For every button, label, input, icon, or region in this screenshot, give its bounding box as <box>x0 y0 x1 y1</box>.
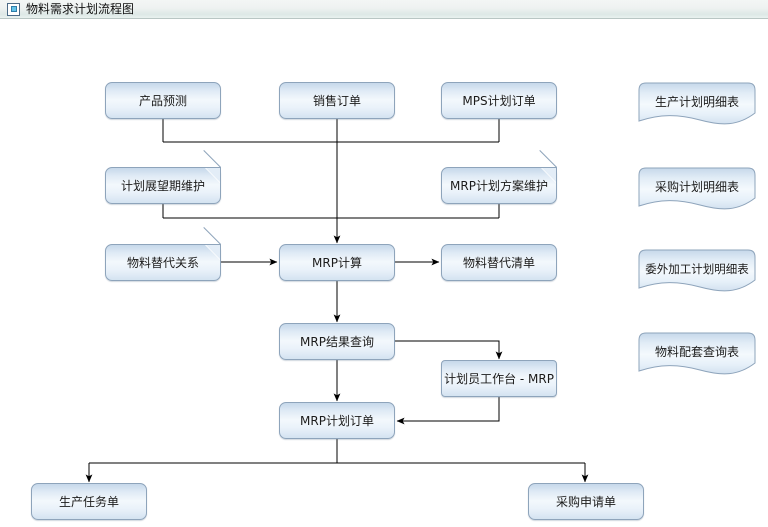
flow-node-label: 计划展望期维护 <box>120 178 205 193</box>
flow-node-material-substitute-list[interactable]: 物料替代清单 <box>441 244 557 281</box>
folded-corner-icon <box>203 227 221 261</box>
flow-node-mps-planned-order[interactable]: MPS计划订单 <box>441 82 557 119</box>
flow-node-material-kitting-query-report[interactable]: 物料配套查询表 <box>638 332 756 377</box>
document-shape-icon <box>638 332 756 375</box>
flow-node-mrp-result-query[interactable]: MRP结果查询 <box>279 323 395 360</box>
flow-node-label: 物料替代关系 <box>126 255 199 270</box>
flow-node-label: 物料替代清单 <box>462 255 535 270</box>
document-shape-icon <box>638 82 756 125</box>
folded-corner-icon <box>203 150 221 184</box>
window-title: 物料需求计划流程图 <box>26 1 135 16</box>
flow-node-purchase-plan-detail-report[interactable]: 采购计划明细表 <box>638 167 756 212</box>
flow-node-production-plan-detail-report[interactable]: 生产计划明细表 <box>638 82 756 127</box>
flow-node-label: 生产计划明细表 <box>654 95 739 109</box>
flow-node-label: 生产任务单 <box>58 494 119 509</box>
window-client-area: 产品预测 销售订单 MPS计划订单 计划展望期维护 <box>0 19 768 527</box>
flow-node-purchase-requisition[interactable]: 采购申请单 <box>528 483 644 520</box>
flow-node-label: 销售订单 <box>312 93 361 108</box>
flow-node-label: 物料配套查询表 <box>654 345 739 359</box>
window-restore-icon <box>7 2 20 16</box>
folded-corner-icon <box>539 150 557 184</box>
flow-node-sales-order[interactable]: 销售订单 <box>279 82 395 119</box>
flowchart-connectors <box>85 119 589 483</box>
flow-node-product-forecast[interactable]: 产品预测 <box>105 82 221 119</box>
flow-node-label: 采购申请单 <box>555 494 616 509</box>
flow-node-mrp-calculation[interactable]: MRP计算 <box>279 244 395 281</box>
flow-node-label: MRP计算 <box>312 255 362 270</box>
flow-node-label: MRP结果查询 <box>300 334 374 349</box>
flow-node-label: 产品预测 <box>138 93 187 108</box>
flow-node-label: 采购计划明细表 <box>654 180 739 194</box>
flow-node-material-substitute-relation[interactable]: 物料替代关系 <box>105 227 221 281</box>
document-shape-icon <box>638 249 756 292</box>
flow-node-plan-horizon-maintenance[interactable]: 计划展望期维护 <box>105 150 221 204</box>
flowchart-canvas: 产品预测 销售订单 MPS计划订单 计划展望期维护 <box>0 19 768 527</box>
document-shape-icon <box>638 167 756 210</box>
flow-node-outsourcing-plan-detail-report[interactable]: 委外加工计划明细表 <box>638 249 756 294</box>
flow-node-mrp-plan-scheme-maintenance[interactable]: MRP计划方案维护 <box>441 150 557 204</box>
flow-node-label: MRP计划方案维护 <box>450 178 548 193</box>
flow-node-label: MRP计划订单 <box>300 413 374 428</box>
flow-node-label: 委外加工计划明细表 <box>645 262 749 276</box>
flow-node-label: MPS计划订单 <box>462 93 536 108</box>
flow-node-planner-workbench-mrp[interactable]: 计划员工作台 - MRP <box>441 360 557 397</box>
flow-node-mrp-planned-order[interactable]: MRP计划订单 <box>279 402 395 439</box>
flow-node-production-task-order[interactable]: 生产任务单 <box>31 483 147 520</box>
window-titlebar: 物料需求计划流程图 <box>0 0 768 19</box>
flow-node-label: 计划员工作台 - MRP <box>444 371 554 386</box>
